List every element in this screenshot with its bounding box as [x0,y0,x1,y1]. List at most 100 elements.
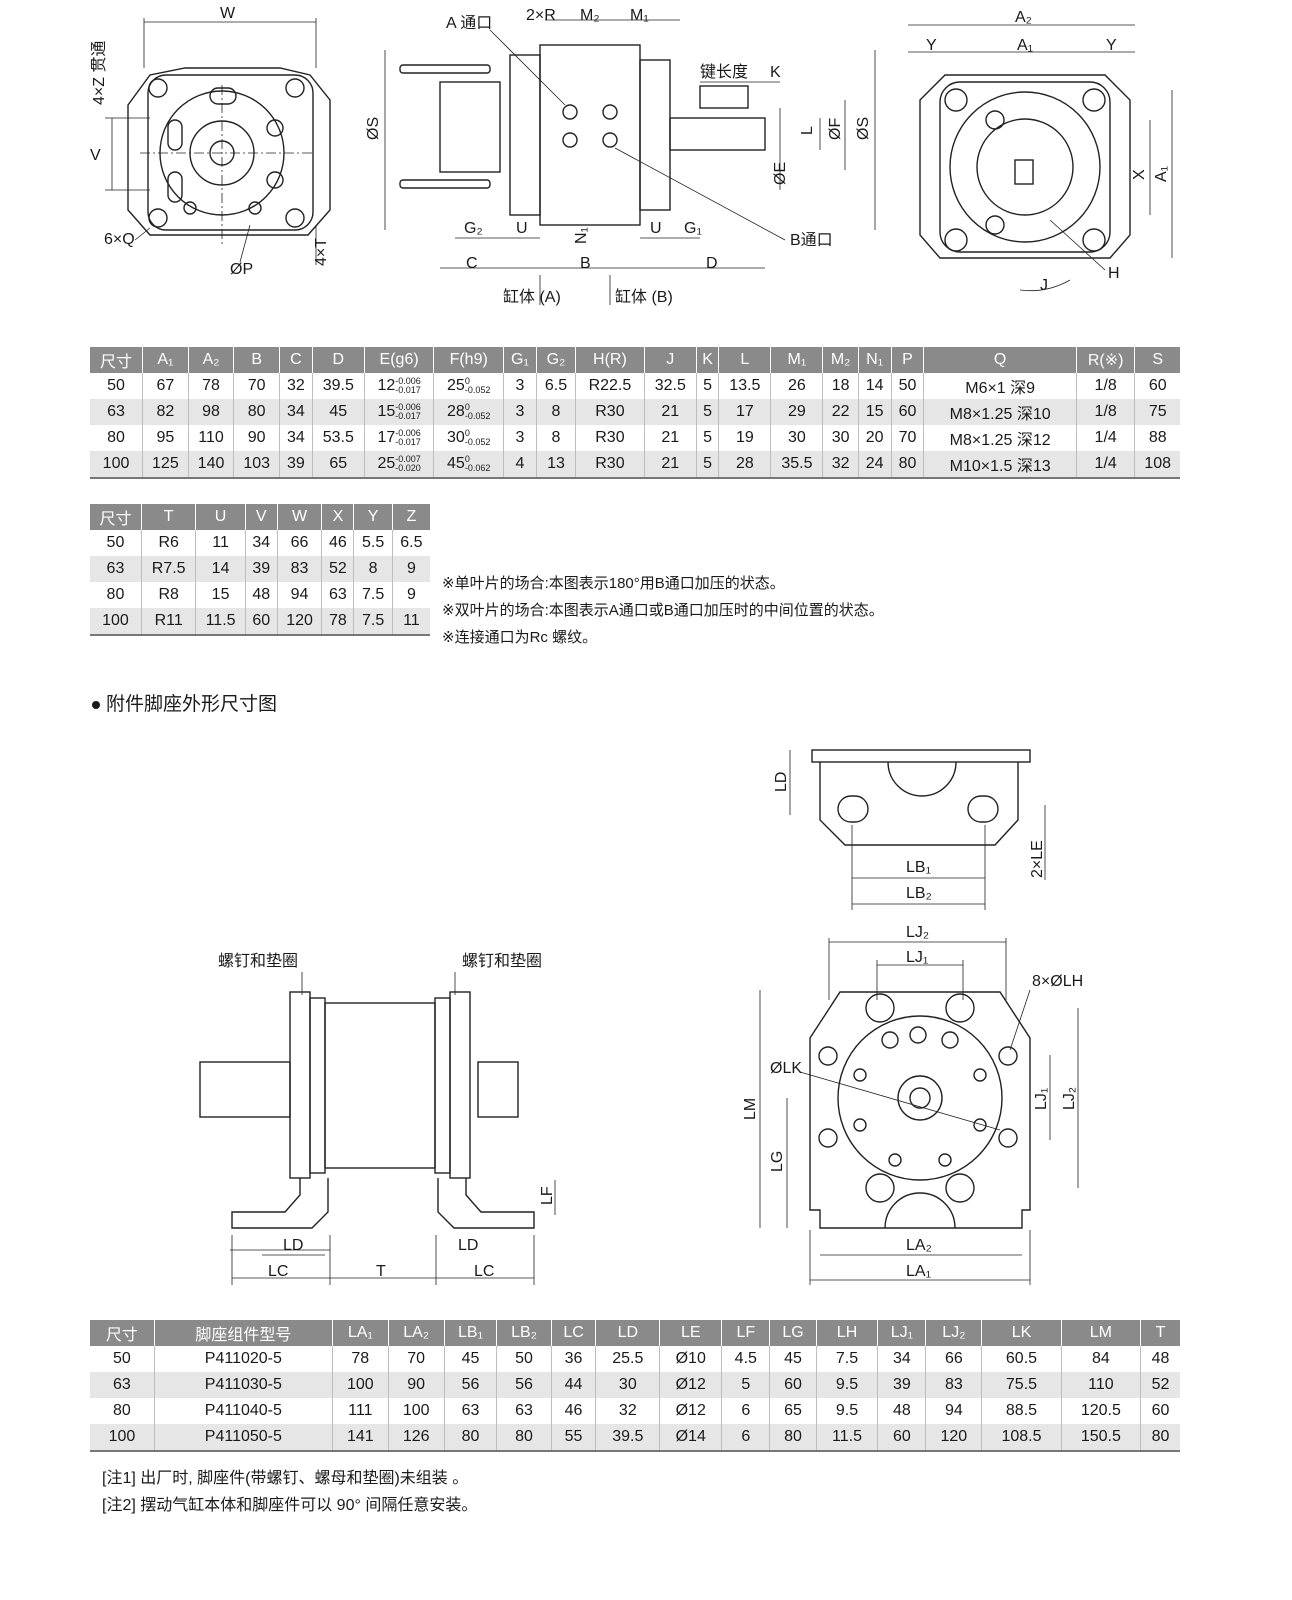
table-cell: 60 [1148,377,1167,394]
table-cell: 70 [388,1346,445,1372]
table-cell: 75.5 [981,1372,1062,1398]
tolerance-limits: 0-0.052 [465,376,491,395]
table-cell: 108 [1134,451,1180,479]
table-cell: 80 [1140,1424,1180,1452]
table-cell: 24 [858,451,892,479]
dim-6xQ: 6×Q [104,231,135,248]
dim-V: V [90,147,101,164]
column-header: T [141,504,197,530]
label-screw-right: 螺钉和垫圈 [462,952,542,970]
dim-G1: G₁ [684,220,702,237]
table-cell: 7.5 [816,1346,879,1372]
label-port-b: B通口 [790,231,833,249]
table-cell: 4 [503,451,537,479]
table-cell: 9.5 [816,1398,879,1424]
tolerance-upper: -0.006 [395,401,421,412]
tolerance-limits: 0-0.052 [465,428,491,447]
table-cell: 75 [1134,399,1180,425]
dim-LB1: LB₁ [906,859,931,876]
table-cell: 19 [718,425,772,451]
column-header: LJ₁ [877,1320,927,1346]
table-cell: 56 [496,1372,552,1398]
tolerance-base: 25 [447,377,465,395]
tolerance-lower: -0.017 [395,384,421,395]
dim-J: J [1040,277,1048,294]
table-cell: 84 [1061,1346,1142,1372]
column-header: Q [923,347,1077,373]
table-cell: 280-0.052 [433,399,504,425]
table-cell: P411020-5 [154,1346,333,1372]
back-view-right [908,24,1173,291]
tolerance-base: 25 [377,455,396,473]
column-header: T [1140,1320,1180,1346]
table-cell: 80 [444,1424,498,1452]
bracket-front-view [759,938,1079,1285]
bracket-side-view [199,972,556,1285]
column-header: Z [392,504,430,530]
table-cell: 5 [721,1372,771,1398]
dim-LJ2-top: LJ₂ [906,924,929,941]
table-cell: 65 [312,451,365,479]
table-cell: 30 [595,1372,661,1398]
section-title: 附件脚座外形尺寸图 [92,689,277,716]
table-cell: 14 [195,556,246,582]
tolerance-limits: -0.006-0.017 [395,376,421,395]
tolerance-lower: -0.017 [395,436,421,447]
table-cell: 1/4 [1076,425,1136,451]
table-cell: 150.5 [1061,1424,1142,1452]
tolerance-lower: -0.017 [395,410,421,421]
column-header: S [1134,347,1180,373]
table-cell: R7.5 [141,556,197,582]
actuator-drawings: W 4×Z 贯通 V 6×Q ØP 4×T A 通口 2×R M₂ M₁ ØS … [90,5,1173,306]
table-cell: 46 [551,1398,597,1424]
table-cell: 26 [770,373,824,399]
tolerance-upper: -0.007 [395,453,421,464]
table-cell: 103 [233,451,280,479]
table-cell: 56 [444,1372,498,1398]
table-cell: 29 [770,399,824,425]
table-cell: M6×1 深9 [923,373,1077,399]
table-cell: 120.5 [1061,1398,1142,1424]
side-view-middle [384,19,876,305]
table-cell: 8 [536,425,577,451]
table-cell: 50 [90,1346,155,1372]
table-cell: 32 [595,1398,661,1424]
table-cell: 63 [321,582,355,608]
table-cell: 34 [279,425,313,451]
column-header: M₁ [770,347,824,373]
table-cell: 15 [195,582,246,608]
table-cell: 22 [822,399,859,425]
footnote-2: [注2] 摆动气缸本体和脚座件可以 90° 间隔任意安装。 [102,1497,478,1514]
table-cell: 82 [142,399,189,425]
label-body-b: 缸体 (B) [615,287,673,306]
column-header: E(g6) [364,347,435,373]
label-key-length: 键长度 [700,63,748,81]
label-port-a: A 通口 [446,14,492,32]
table-cell: 46 [321,530,355,556]
dim-H: H [1108,265,1120,282]
dim-F: ØF [827,118,844,140]
column-header: V [245,504,278,530]
dim-LD-left: LD [283,1237,303,1254]
tolerance-base: 12 [377,377,396,395]
table-cell: P411040-5 [154,1398,333,1424]
table-cell: 39 [279,451,313,479]
column-header: 脚座组件型号 [154,1320,333,1346]
column-header: G₁ [503,347,537,373]
table-cell: 55 [551,1424,597,1452]
dim-G2: G₂ [464,220,483,237]
dim-4xZ: 4×Z 贯通 [90,41,108,105]
bracket-top-view [789,749,1046,910]
table-cell: 70 [233,373,280,399]
tolerance-base: 45 [447,455,465,473]
table-cell: 13 [536,451,577,479]
column-header: LM [1061,1320,1142,1346]
column-header: A₂ [188,347,235,373]
table-cell: 120 [925,1424,983,1452]
table-cell: 65 [769,1398,817,1424]
table-cell: 32 [279,373,313,399]
column-header: LC [551,1320,597,1346]
